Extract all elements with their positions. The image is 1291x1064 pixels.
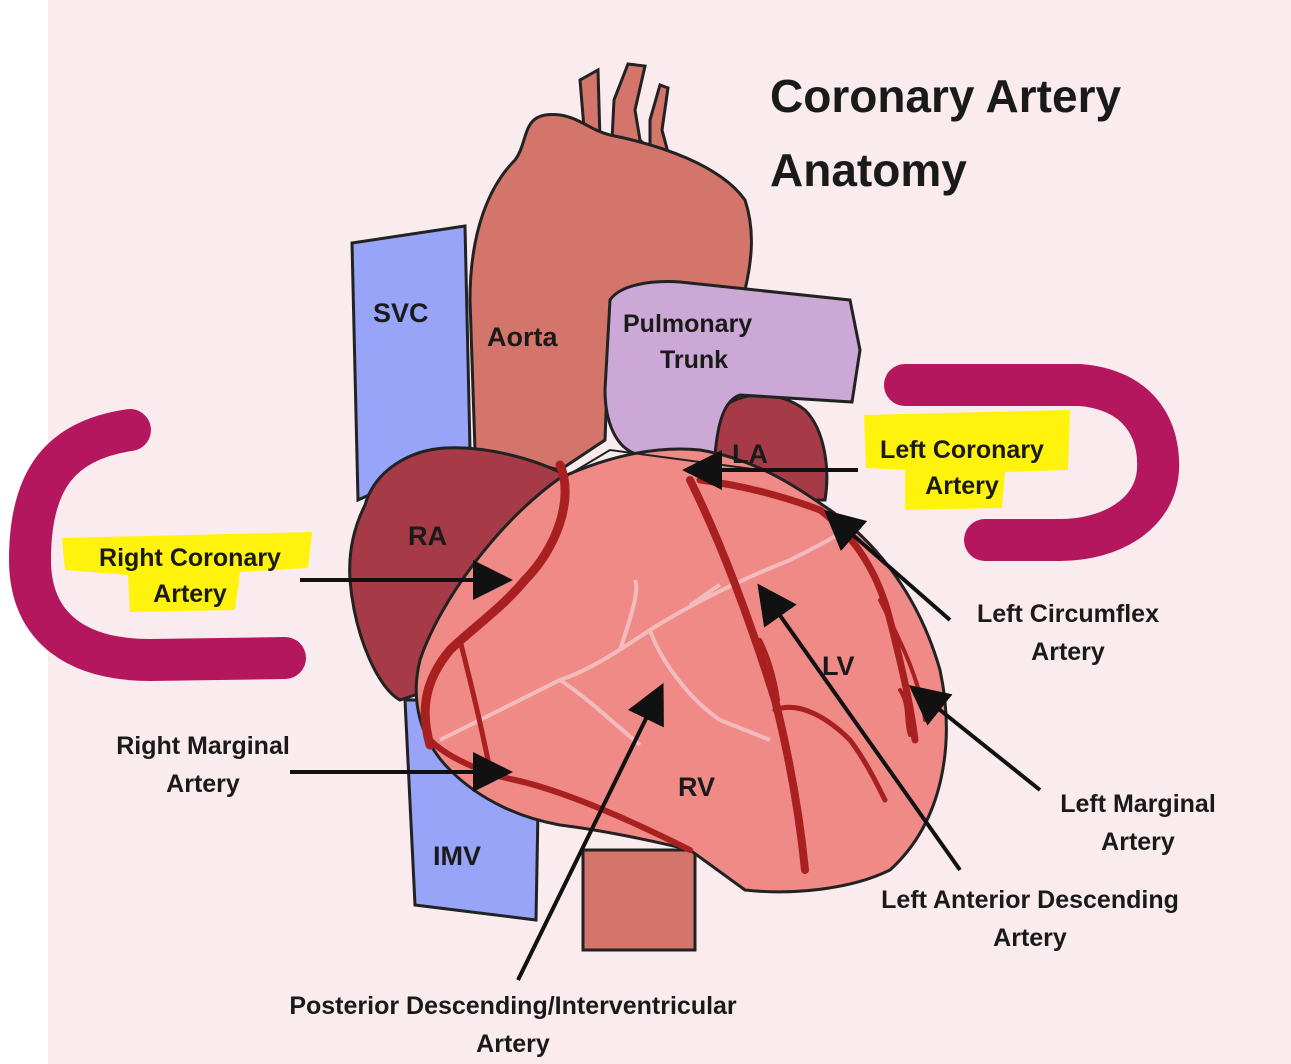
label-right-coronary-2: Artery xyxy=(153,580,227,608)
label-right-marginal-2: Artery xyxy=(166,770,240,798)
label-lv: LV xyxy=(822,651,855,681)
label-left-coronary-1: Left Coronary xyxy=(880,436,1044,464)
label-right-marginal-1: Right Marginal xyxy=(116,732,290,760)
label-rv: RV xyxy=(678,772,715,802)
posterior-vessels xyxy=(439,528,847,747)
aorta xyxy=(468,113,753,472)
label-pulmonary-2: Trunk xyxy=(660,346,728,374)
arrow-lad xyxy=(757,583,962,872)
label-left-circumflex-2: Artery xyxy=(1031,638,1105,666)
arrow-left-marginal xyxy=(908,685,1042,792)
arrow-pda xyxy=(516,682,664,981)
label-left-circumflex-1: Left Circumflex xyxy=(977,600,1159,628)
arrow-left-circumflex xyxy=(823,509,952,622)
label-right-coronary-1: Right Coronary xyxy=(99,544,281,572)
label-left-marginal-1: Left Marginal xyxy=(1060,790,1216,818)
label-lad-2: Artery xyxy=(993,924,1067,952)
label-ra: RA xyxy=(408,521,447,551)
label-pulmonary-1: Pulmonary xyxy=(623,310,752,338)
label-svc: SVC xyxy=(373,298,429,328)
label-pda-1: Posterior Descending/Interventricular xyxy=(289,992,737,1020)
arrows xyxy=(290,450,1042,981)
descending-aorta xyxy=(581,848,697,952)
coronary-arteries xyxy=(420,460,927,874)
right-bracket-highlight xyxy=(8,409,306,682)
label-left-marginal-2: Artery xyxy=(1101,828,1175,856)
label-pda-2: Artery xyxy=(476,1030,550,1058)
left-bracket-highlight xyxy=(884,364,1180,561)
pulmonary-trunk xyxy=(603,280,862,457)
title-line-1: Coronary Artery xyxy=(770,70,1121,122)
label-left-coronary-2: Artery xyxy=(925,472,999,500)
ventricles xyxy=(414,447,948,894)
label-aorta: Aorta xyxy=(487,322,558,352)
label-la: LA xyxy=(732,439,768,469)
label-imv: IMV xyxy=(433,841,481,871)
label-lad-1: Left Anterior Descending xyxy=(881,886,1179,914)
title-line-2: Anatomy xyxy=(770,144,967,196)
highlights xyxy=(62,410,1070,612)
